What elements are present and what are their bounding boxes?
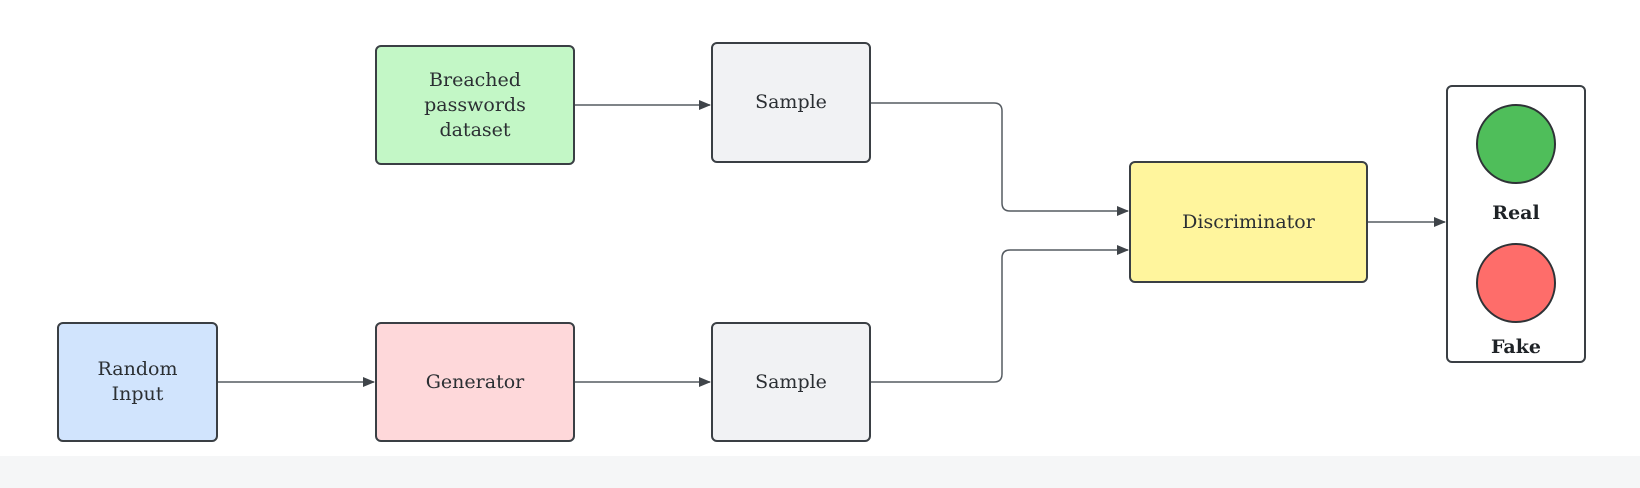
- sample-bottom-node: Sample: [711, 322, 871, 442]
- edge-sample-top-to-discriminator: [871, 102, 1129, 216]
- breached-passwords-dataset-node: Breached passwords dataset: [375, 45, 575, 165]
- edge-sample-bottom-to-discriminator: [871, 245, 1129, 383]
- random-input-node: Random Input: [57, 322, 218, 442]
- real-label: Real: [1492, 202, 1540, 224]
- bottom-band: [0, 456, 1640, 488]
- generator-node: Generator: [375, 322, 575, 442]
- fake-label: Fake: [1490, 336, 1541, 358]
- sample-top-node: Sample: [711, 42, 871, 163]
- real-indicator-circle: [1476, 104, 1556, 184]
- fake-indicator-circle: [1476, 243, 1556, 323]
- discriminator-node: Discriminator: [1129, 161, 1368, 283]
